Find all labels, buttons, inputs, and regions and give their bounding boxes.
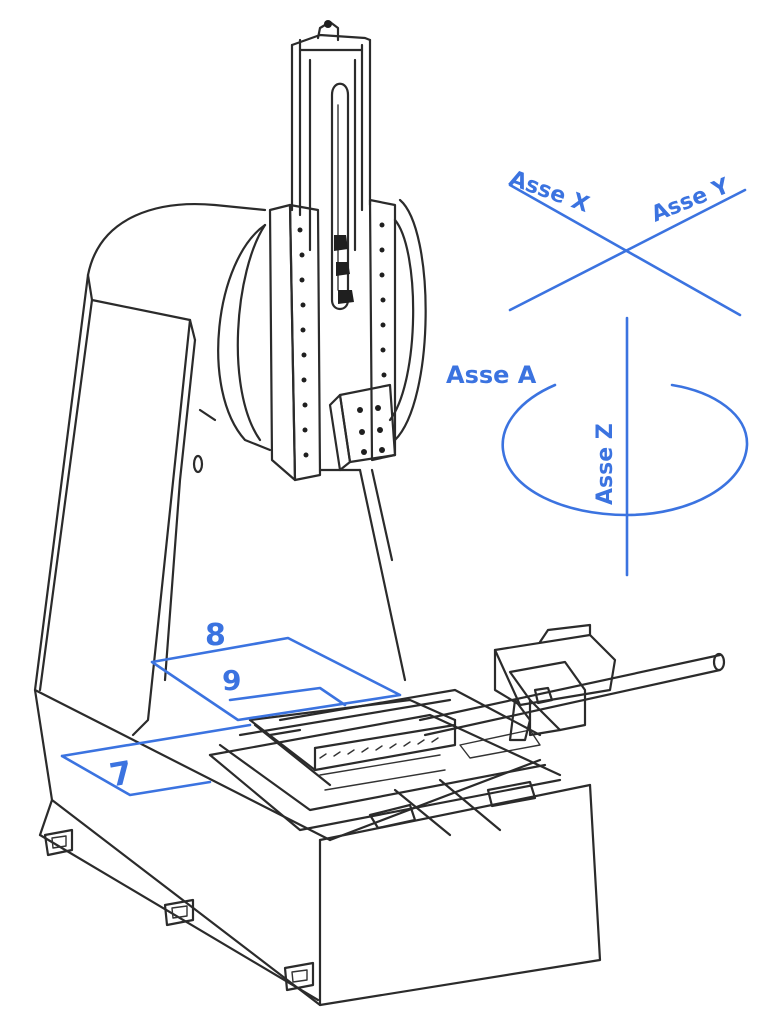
mounting-holes bbox=[297, 222, 387, 458]
base-foot bbox=[163, 898, 195, 927]
axis-y-label: Asse Y bbox=[648, 173, 734, 227]
dimension-outer-box bbox=[150, 636, 402, 722]
base-foot bbox=[43, 828, 74, 857]
axis-y-line bbox=[508, 188, 747, 312]
axis-legend: Asse X Asse Y Asse A Asse Z bbox=[446, 166, 749, 577]
dimension-label-middle: 9 bbox=[222, 664, 241, 697]
axis-a-ellipse bbox=[501, 383, 749, 517]
lead-screw-assembly bbox=[418, 623, 726, 742]
work-table bbox=[208, 688, 562, 837]
axis-z-label: Asse Z bbox=[593, 423, 618, 505]
dimension-front-box bbox=[60, 723, 252, 797]
dimension-middle-box bbox=[228, 686, 347, 707]
axis-a-label: Asse A bbox=[446, 361, 537, 389]
machine-base bbox=[33, 688, 602, 1007]
dimension-label-front: 7 bbox=[107, 753, 136, 794]
base-foot bbox=[283, 961, 315, 992]
axis-x-label: Asse X bbox=[506, 166, 592, 218]
spindle-head bbox=[217, 20, 427, 482]
machine-column bbox=[33, 203, 407, 842]
dimension-label-outer: 8 bbox=[205, 618, 226, 653]
